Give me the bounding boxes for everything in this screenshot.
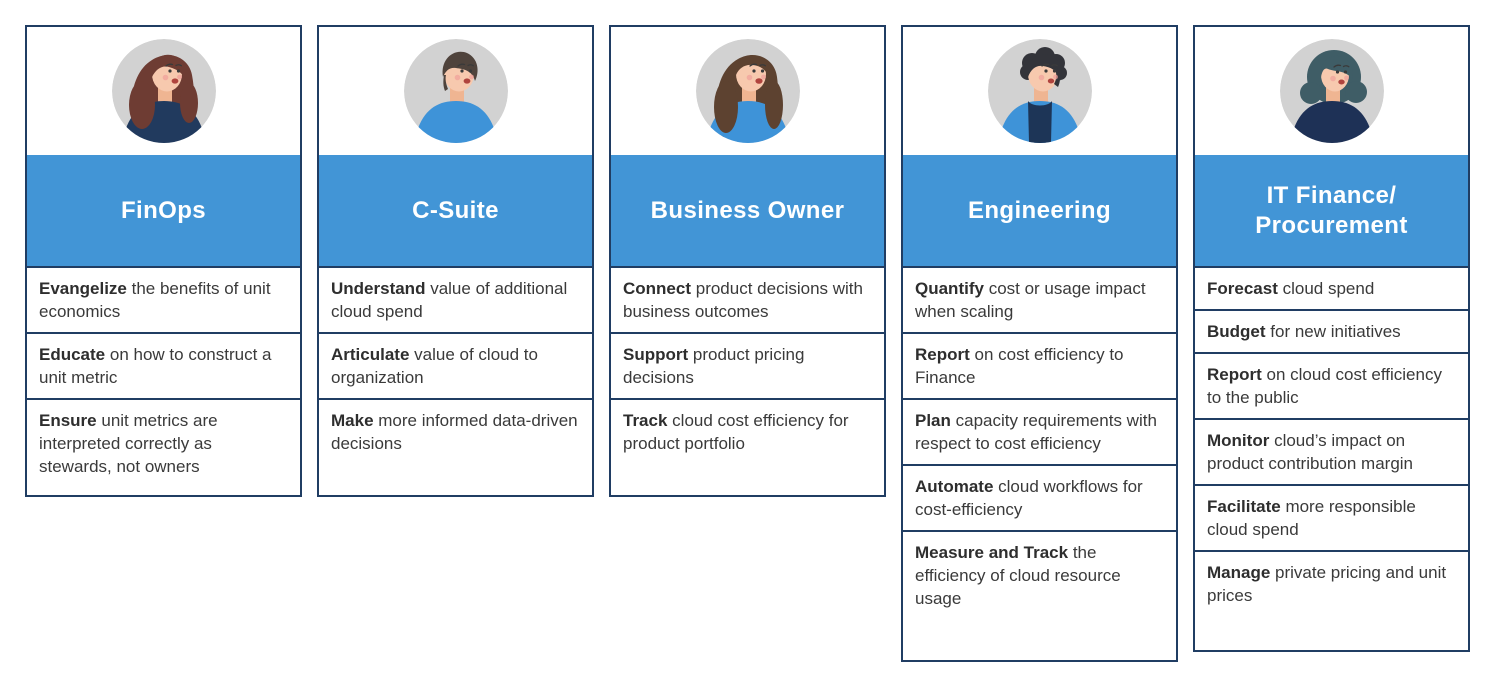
responsibility-text: private pricing and unit prices bbox=[1207, 563, 1447, 605]
persona-header-c-suite: C-Suite bbox=[319, 155, 592, 266]
persona-card-finops: FinOps Evangelize the benefits of unit e… bbox=[25, 25, 302, 497]
responsibility-text: cloud cost efficiency for product portfo… bbox=[623, 411, 849, 453]
woman-long-auburn-hair-avatar-icon bbox=[111, 39, 216, 143]
responsibility-item: Plan capacity requirements with respect … bbox=[903, 398, 1176, 464]
responsibility-lead: Budget bbox=[1207, 322, 1266, 341]
responsibility-text: value of cloud to organization bbox=[331, 345, 538, 387]
responsibility-lead: Evangelize bbox=[39, 279, 127, 298]
responsibility-lead: Understand bbox=[331, 279, 426, 298]
responsibility-lead: Educate bbox=[39, 345, 106, 364]
responsibility-text: product pricing decisions bbox=[623, 345, 805, 387]
responsibility-lead: Forecast bbox=[1207, 279, 1278, 298]
responsibility-text: cloud workflows for cost-efficiency bbox=[915, 477, 1143, 519]
persona-header-it-finance: IT Finance/ Procurement bbox=[1195, 155, 1468, 266]
persona-title: C-Suite bbox=[412, 196, 499, 224]
avatar-business-owner bbox=[611, 27, 884, 155]
responsibility-item: Understand value of additional cloud spe… bbox=[319, 266, 592, 332]
persona-header-finops: FinOps bbox=[27, 155, 300, 266]
responsibility-text: more informed data-driven decisions bbox=[331, 411, 578, 453]
responsibility-item: Forecast cloud spend bbox=[1195, 266, 1468, 309]
responsibility-text: unit metrics are interpreted correctly a… bbox=[39, 411, 218, 476]
avatar-c-suite bbox=[319, 27, 592, 155]
responsibility-item: Measure and Track the efficiency of clou… bbox=[903, 530, 1176, 660]
responsibility-list: Forecast cloud spend Budget for new init… bbox=[1195, 266, 1468, 650]
responsibility-lead: Connect bbox=[623, 279, 691, 298]
responsibility-text: cloud’s impact on product contribution m… bbox=[1207, 431, 1414, 473]
responsibility-item: Report on cloud cost efficiency to the p… bbox=[1195, 352, 1468, 418]
responsibility-item: Support product pricing decisions bbox=[611, 332, 884, 398]
responsibility-lead: Facilitate bbox=[1207, 497, 1281, 516]
responsibility-item: Make more informed data-driven decisions bbox=[319, 398, 592, 495]
responsibility-item: Facilitate more responsible cloud spend bbox=[1195, 484, 1468, 550]
responsibility-text: product decisions with business outcomes bbox=[623, 279, 863, 321]
responsibility-lead: Make bbox=[331, 411, 374, 430]
man-short-brown-hair-avatar-icon bbox=[403, 39, 508, 143]
responsibility-lead: Articulate bbox=[331, 345, 410, 364]
responsibility-text: the efficiency of cloud resource usage bbox=[915, 543, 1121, 608]
responsibility-item: Manage private pricing and unit prices bbox=[1195, 550, 1468, 650]
responsibility-item: Evangelize the benefits of unit economic… bbox=[27, 266, 300, 332]
responsibility-lead: Ensure bbox=[39, 411, 97, 430]
persona-title: FinOps bbox=[120, 196, 207, 224]
woman-teal-bob-hair-avatar-icon bbox=[1279, 39, 1384, 143]
responsibility-lead: Automate bbox=[915, 477, 994, 496]
responsibility-list: Evangelize the benefits of unit economic… bbox=[27, 266, 300, 495]
avatar-engineering bbox=[903, 27, 1176, 155]
avatar-finops bbox=[27, 27, 300, 155]
responsibility-text: for new initiatives bbox=[1270, 322, 1401, 341]
woman-long-brown-hair-avatar-icon bbox=[695, 39, 800, 143]
responsibility-lead: Manage bbox=[1207, 563, 1271, 582]
responsibility-text: the benefits of unit economics bbox=[39, 279, 271, 321]
responsibility-item: Automate cloud workflows for cost-effici… bbox=[903, 464, 1176, 530]
persona-title: IT Finance/ Procurement bbox=[1255, 181, 1408, 239]
persona-title: Engineering bbox=[967, 196, 1112, 224]
persona-card-c-suite: C-Suite Understand value of additional c… bbox=[317, 25, 594, 497]
persona-title: Business Owner bbox=[650, 196, 845, 224]
responsibility-text: cost or usage impact when scaling bbox=[915, 279, 1146, 321]
responsibility-text: more responsible cloud spend bbox=[1207, 497, 1416, 539]
responsibility-item: Report on cost efficiency to Finance bbox=[903, 332, 1176, 398]
responsibility-lead: Quantify bbox=[915, 279, 984, 298]
responsibility-lead: Support bbox=[623, 345, 689, 364]
responsibility-item: Ensure unit metrics are interpreted corr… bbox=[27, 398, 300, 495]
responsibility-list: Connect product decisions with business … bbox=[611, 266, 884, 495]
responsibility-lead: Report bbox=[1207, 365, 1262, 384]
persona-header-engineering: Engineering bbox=[903, 155, 1176, 266]
persona-card-business-owner: Business Owner Connect product decisions… bbox=[609, 25, 886, 497]
personas-infographic: FinOps Evangelize the benefits of unit e… bbox=[25, 25, 1470, 662]
responsibility-item: Track cloud cost efficiency for product … bbox=[611, 398, 884, 495]
responsibility-item: Connect product decisions with business … bbox=[611, 266, 884, 332]
responsibility-list: Understand value of additional cloud spe… bbox=[319, 266, 592, 495]
responsibility-lead: Plan bbox=[915, 411, 951, 430]
responsibility-item: Educate on how to construct a unit metri… bbox=[27, 332, 300, 398]
responsibility-item: Budget for new initiatives bbox=[1195, 309, 1468, 352]
responsibility-item: Articulate value of cloud to organizatio… bbox=[319, 332, 592, 398]
persona-card-it-finance-procurement: IT Finance/ Procurement Forecast cloud s… bbox=[1193, 25, 1470, 652]
responsibility-text: value of additional cloud spend bbox=[331, 279, 568, 321]
responsibility-text: on cost efficiency to Finance bbox=[915, 345, 1124, 387]
responsibility-item: Quantify cost or usage impact when scali… bbox=[903, 266, 1176, 332]
responsibility-text: on how to construct a unit metric bbox=[39, 345, 272, 387]
persona-header-business-owner: Business Owner bbox=[611, 155, 884, 266]
responsibility-text: cloud spend bbox=[1282, 279, 1375, 298]
responsibility-item: Monitor cloud’s impact on product contri… bbox=[1195, 418, 1468, 484]
responsibility-lead: Monitor bbox=[1207, 431, 1270, 450]
responsibility-text: on cloud cost efficiency to the public bbox=[1207, 365, 1442, 407]
avatar-it-finance bbox=[1195, 27, 1468, 155]
man-curly-dark-hair-avatar-icon bbox=[987, 39, 1092, 143]
persona-card-engineering: Engineering Quantify cost or usage impac… bbox=[901, 25, 1178, 662]
responsibility-list: Quantify cost or usage impact when scali… bbox=[903, 266, 1176, 660]
responsibility-lead: Report bbox=[915, 345, 970, 364]
responsibility-text: capacity requirements with respect to co… bbox=[915, 411, 1157, 453]
responsibility-lead: Measure and Track bbox=[915, 543, 1069, 562]
responsibility-lead: Track bbox=[623, 411, 668, 430]
